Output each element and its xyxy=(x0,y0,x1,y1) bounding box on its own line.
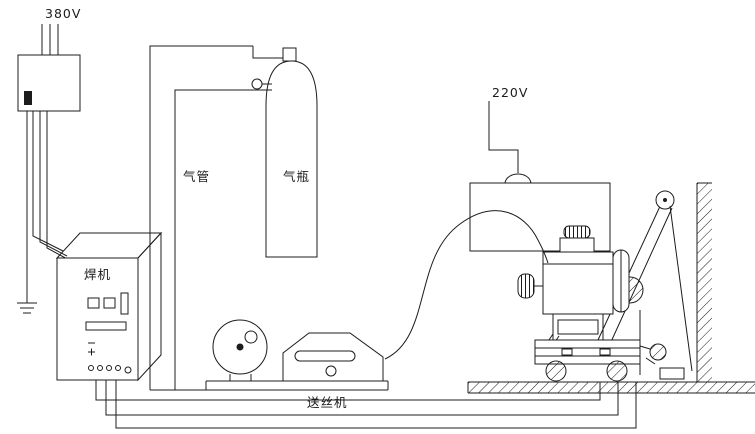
boom-arm xyxy=(597,201,673,345)
motor-cap xyxy=(559,237,595,253)
welder-indicator-1 xyxy=(87,297,100,309)
support-pad xyxy=(659,367,685,380)
switch-box-outline xyxy=(17,54,81,112)
power-380v-supply: 380V xyxy=(41,6,81,55)
gas-cylinder: 气瓶 xyxy=(251,47,318,258)
terminal-2 xyxy=(97,365,103,371)
motor-body xyxy=(542,251,614,315)
power-220v-label: 220V xyxy=(492,85,528,100)
power-380v-label: 380V xyxy=(45,6,81,21)
ground-bars xyxy=(17,302,37,314)
wire-to-welder-2 xyxy=(39,111,68,257)
welder-top-face xyxy=(55,232,163,259)
carriage xyxy=(534,339,641,365)
feed-line-220v xyxy=(488,101,519,173)
terminal-3 xyxy=(106,365,112,371)
feeder-slot xyxy=(294,350,356,362)
regulator-knob xyxy=(251,78,263,90)
feeder-base xyxy=(150,380,389,391)
pulley-hub xyxy=(663,198,667,202)
welder-panel-slot xyxy=(85,321,127,331)
feeder-knob xyxy=(325,365,337,377)
wire-to-welder-1 xyxy=(32,111,64,252)
gas-pipe-outer xyxy=(149,45,253,390)
support-links xyxy=(639,345,656,365)
spool-hole xyxy=(244,330,258,344)
floor-hatch xyxy=(468,382,755,393)
base-top-line xyxy=(205,380,389,390)
gas-pipe-label: 气管 xyxy=(183,169,210,184)
cable-run-1 xyxy=(95,380,601,401)
gas-pipe-lines: 气管 xyxy=(149,45,283,390)
gas-pipe-to-valve xyxy=(252,46,283,59)
feeder-housing xyxy=(282,332,384,382)
torch-holder xyxy=(557,319,599,335)
terminal-1 xyxy=(88,365,94,371)
wire-feeder: 送丝机 xyxy=(282,332,384,410)
wire-to-welder-3 xyxy=(46,111,72,262)
cylinder-body xyxy=(265,60,318,258)
cable-runs xyxy=(95,380,637,429)
plus-terminal-mark xyxy=(88,348,95,356)
welding-tractor xyxy=(517,190,693,382)
gas-pipe-inner xyxy=(174,89,272,390)
wire-feeder-label: 送丝机 xyxy=(307,395,348,410)
wall xyxy=(696,182,712,382)
top-knob xyxy=(563,225,591,239)
spool-hub xyxy=(236,343,244,351)
wire-spool xyxy=(212,319,268,381)
terminal-4 xyxy=(115,365,121,371)
carriage-wheel-right xyxy=(606,360,628,382)
cabinet-inlet-bump xyxy=(504,173,532,184)
guide-wire xyxy=(669,205,693,372)
carriage-clamp-2 xyxy=(599,348,611,356)
wall-hatch xyxy=(697,183,712,382)
carriage-wheel-left xyxy=(545,360,567,382)
carriage-rails xyxy=(535,347,640,357)
left-knob xyxy=(517,273,535,299)
earth-ground-symbol xyxy=(17,111,37,314)
welder-switch xyxy=(120,292,129,315)
switch-box xyxy=(17,54,81,112)
spool-stand xyxy=(229,374,252,381)
switch-handle xyxy=(24,91,32,105)
welder-indicator-2 xyxy=(103,297,116,309)
welding-machine: 焊机 xyxy=(55,231,163,382)
torch-conduit xyxy=(384,210,549,360)
gas-cylinder-label: 气瓶 xyxy=(283,169,310,184)
welder-front-face xyxy=(56,257,139,381)
slide-posts xyxy=(552,314,604,340)
welder-label: 焊机 xyxy=(84,267,111,282)
conduit-curve xyxy=(384,210,549,360)
cable-run-2 xyxy=(105,380,619,416)
guide-roller xyxy=(649,343,667,361)
wall-edge xyxy=(696,182,712,382)
cylinder-valve xyxy=(282,47,297,62)
floor xyxy=(467,381,755,394)
terminal-5 xyxy=(124,366,132,374)
cable-run-3 xyxy=(115,380,637,429)
supply-wires xyxy=(32,111,72,262)
carriage-clamp-1 xyxy=(561,348,573,356)
power-220v-feed: 220V xyxy=(488,85,528,173)
